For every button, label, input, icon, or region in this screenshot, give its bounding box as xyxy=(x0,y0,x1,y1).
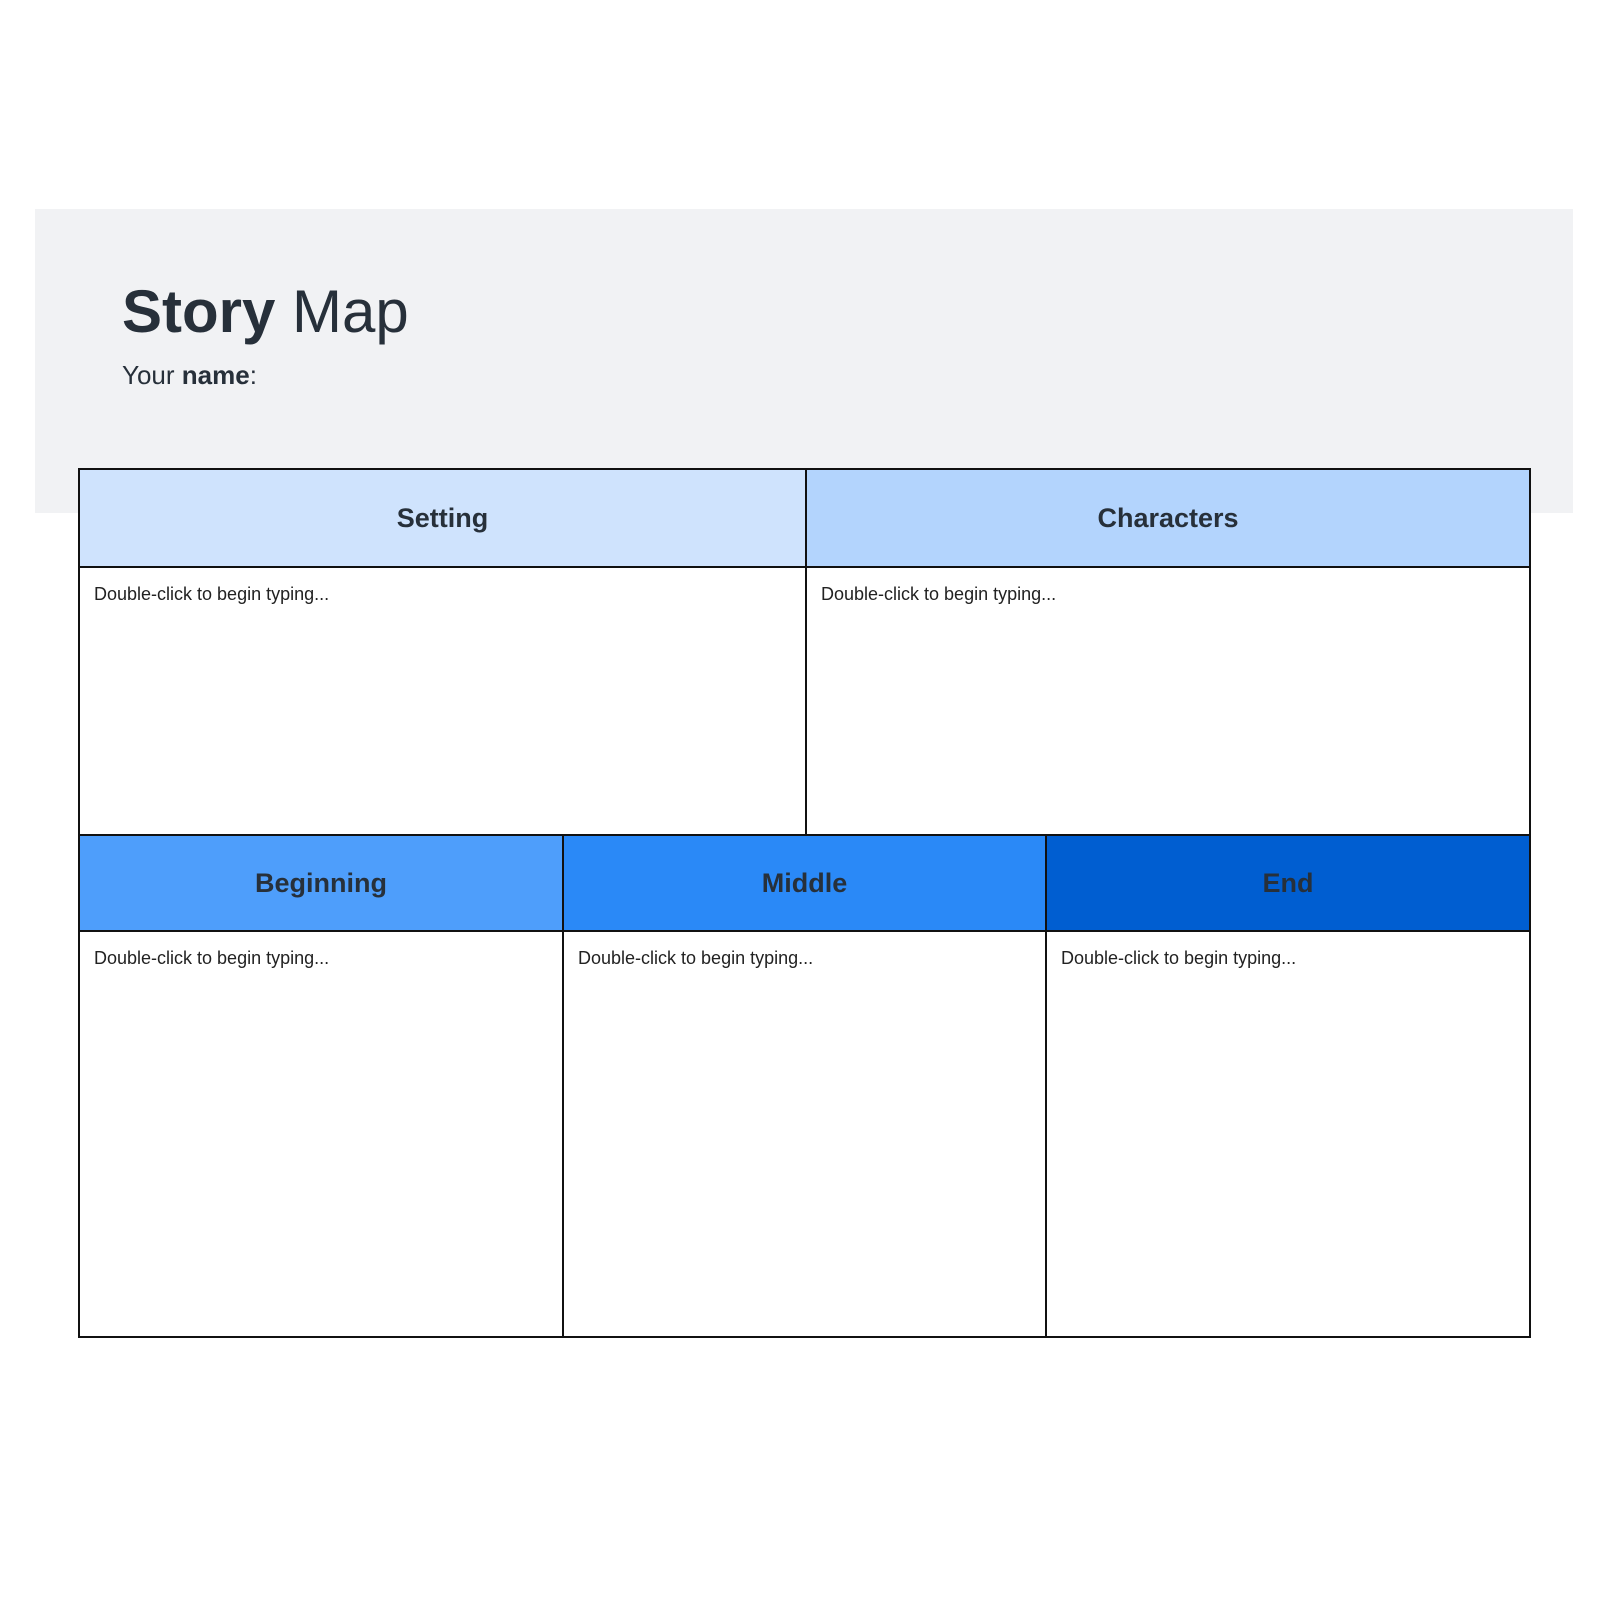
name-prefix: Your xyxy=(122,360,182,390)
setting-header: Setting xyxy=(80,470,805,568)
beginning-header: Beginning xyxy=(80,836,562,932)
middle-text-area[interactable]: Double-click to begin typing... xyxy=(564,932,1045,1336)
end-header: End xyxy=(1047,836,1529,932)
row-divider xyxy=(80,834,1529,836)
characters-header-label: Characters xyxy=(1097,502,1239,533)
setting-placeholder: Double-click to begin typing... xyxy=(94,584,330,604)
bottom-column-divider-1 xyxy=(562,836,564,1336)
setting-header-label: Setting xyxy=(396,502,489,533)
middle-placeholder: Double-click to begin typing... xyxy=(578,948,814,968)
end-placeholder: Double-click to begin typing... xyxy=(1061,948,1297,968)
beginning-placeholder: Double-click to begin typing... xyxy=(94,948,330,968)
beginning-header-label: Beginning xyxy=(255,867,387,898)
name-suffix: : xyxy=(249,360,257,390)
beginning-text-area[interactable]: Double-click to begin typing... xyxy=(80,932,562,1336)
middle-header: Middle xyxy=(564,836,1045,932)
characters-header: Characters xyxy=(807,470,1529,568)
bottom-column-divider-2 xyxy=(1045,836,1047,1336)
header-panel xyxy=(35,209,1573,513)
end-header-label: End xyxy=(1262,867,1314,898)
page-title: Story Map xyxy=(122,276,409,348)
name-field[interactable]: Your name: xyxy=(122,358,257,392)
story-map-grid: Setting Characters Double-click to begin… xyxy=(78,468,1531,1338)
title-rest-word: Map xyxy=(275,278,409,345)
setting-text-area[interactable]: Double-click to begin typing... xyxy=(80,568,805,834)
middle-header-label: Middle xyxy=(761,867,848,898)
end-text-area[interactable]: Double-click to begin typing... xyxy=(1047,932,1529,1336)
top-column-divider xyxy=(805,470,807,834)
title-bold-word: Story xyxy=(122,278,276,345)
name-label-bold: name xyxy=(181,360,250,390)
characters-text-area[interactable]: Double-click to begin typing... xyxy=(807,568,1529,834)
characters-placeholder: Double-click to begin typing... xyxy=(821,584,1057,604)
